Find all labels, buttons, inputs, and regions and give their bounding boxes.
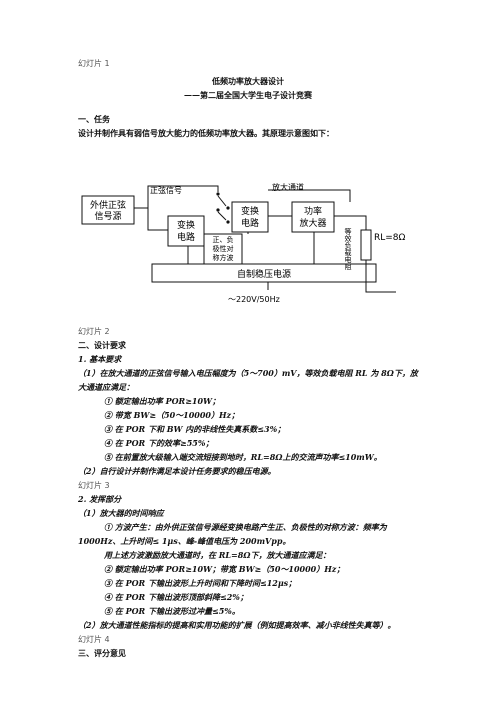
section-task-heading: 一、任务 xyxy=(78,114,110,124)
block-diagram: 外供正弦 信号源 正弦信号 放大通道 变换 电路 变换 电路 功率 放大器 正、… xyxy=(81,182,406,304)
ext-source-line1: 外供正弦 xyxy=(90,199,126,211)
converter2-line1: 变换 xyxy=(241,205,259,217)
slide-label-4: 幻灯片 4 xyxy=(78,635,110,644)
power-amp-line1: 功率 xyxy=(304,205,322,217)
ext-source-line2: 信号源 xyxy=(94,210,121,222)
basic-item-4: ④ 在 POR 下的效率≥55%； xyxy=(104,438,214,448)
extended-item-2: ② 额定输出功率 POR≥10W；带宽 BW≥（50～10000）Hz； xyxy=(104,564,345,574)
pulse-gen-line2: 极性对 xyxy=(213,244,234,253)
psu-box xyxy=(151,263,377,283)
slide-label-1: 幻灯片 1 xyxy=(78,59,110,68)
converter2-box xyxy=(231,201,269,233)
load-vertical-label: 等效负载电阻 xyxy=(344,227,352,271)
slide-label-3: 幻灯片 3 xyxy=(78,481,110,490)
ext-source-box xyxy=(81,195,135,225)
power-amp-line2: 放大器 xyxy=(299,217,326,229)
extended-item1-line2: 1000Hz、上升时间≤ 1μs、峰-峰值电压为 200mVpp。 xyxy=(78,536,291,546)
basic-item-1: ① 额定输出功率 POR≥10W； xyxy=(104,396,221,406)
basic-item-3: ③ 在 POR 下和 BW 内的非线性失真系数≤3%； xyxy=(104,424,286,434)
extended-item-4: ④ 在 POR 下输出波形顶部斜降≤2%； xyxy=(104,592,248,602)
slide-label-2: 幻灯片 2 xyxy=(78,327,110,336)
converter1-box xyxy=(167,215,205,247)
section-requirements-heading: 二、设计要求 xyxy=(78,340,126,350)
basic-p2: （2）自行设计并制作满足本设计任务要求的稳压电源。 xyxy=(78,466,276,476)
basic-p1-line2: 大通道应满足： xyxy=(78,382,134,392)
extended-p2: （2）放大通道性能指标的提高和实用功能的扩展（例如提高效率、减小非线性失真等）。 xyxy=(78,620,396,630)
load-resistor xyxy=(360,229,372,261)
extended-item-3: ③ 在 POR 下输出波形上升时间和下降时间≤12μs； xyxy=(104,578,297,588)
section-scoring-heading: 三、评分意见 xyxy=(78,648,126,658)
psu-label: 自制稳压电源 xyxy=(237,268,291,280)
rl-label: RL=8Ω xyxy=(374,233,406,243)
mains-label: ～220V/50Hz xyxy=(228,295,280,304)
converter1-line2: 电路 xyxy=(177,231,195,243)
basic-item-5: ⑤ 在前置放大级输入端交流短接到地时，RL=8Ω上的交流声功率≤10mW。 xyxy=(104,452,382,462)
label-amp-channel: 放大通道 xyxy=(272,182,304,192)
basic-item-2: ② 带宽 BW≥（50～10000）Hz； xyxy=(104,410,240,420)
section-task-text: 设计并制作具有弱信号放大能力的低频功率放大器。其原理示意图如下： xyxy=(78,128,334,138)
label-normal-signal: 正弦信号 xyxy=(150,185,182,195)
extended-heading: 2. 发挥部分 xyxy=(78,494,122,504)
document-title: 低频功率放大器设计 xyxy=(212,76,284,86)
basic-requirements-heading: 1. 基本要求 xyxy=(78,354,122,364)
extended-item1-line1: ① 方波产生：由外供正弦信号源经变换电路产生正、负极性的对称方波：频率为 xyxy=(104,522,387,532)
converter2-line2: 电路 xyxy=(241,217,259,229)
extended-p1: （1）放大器的时间响应 xyxy=(78,508,164,518)
extended-note: 用上述方波激励放大通道时，在 RL=8Ω下，放大通道应满足： xyxy=(104,550,331,560)
converter1-line1: 变换 xyxy=(177,219,195,231)
pulse-gen-line3: 称方波 xyxy=(213,253,234,262)
extended-item-5: ⑤ 在 POR 下输出波形过冲量≤5%。 xyxy=(104,606,240,616)
document-subtitle: ——第二届全国大学生电子设计竞赛 xyxy=(184,90,312,100)
basic-p1-line1: （1）在放大通道的正弦信号输入电压幅度为（5～700）mV，等效负载电阻 RL … xyxy=(78,368,418,378)
power-amp-box xyxy=(291,201,335,233)
pulse-gen-line1: 正、负 xyxy=(213,235,234,244)
